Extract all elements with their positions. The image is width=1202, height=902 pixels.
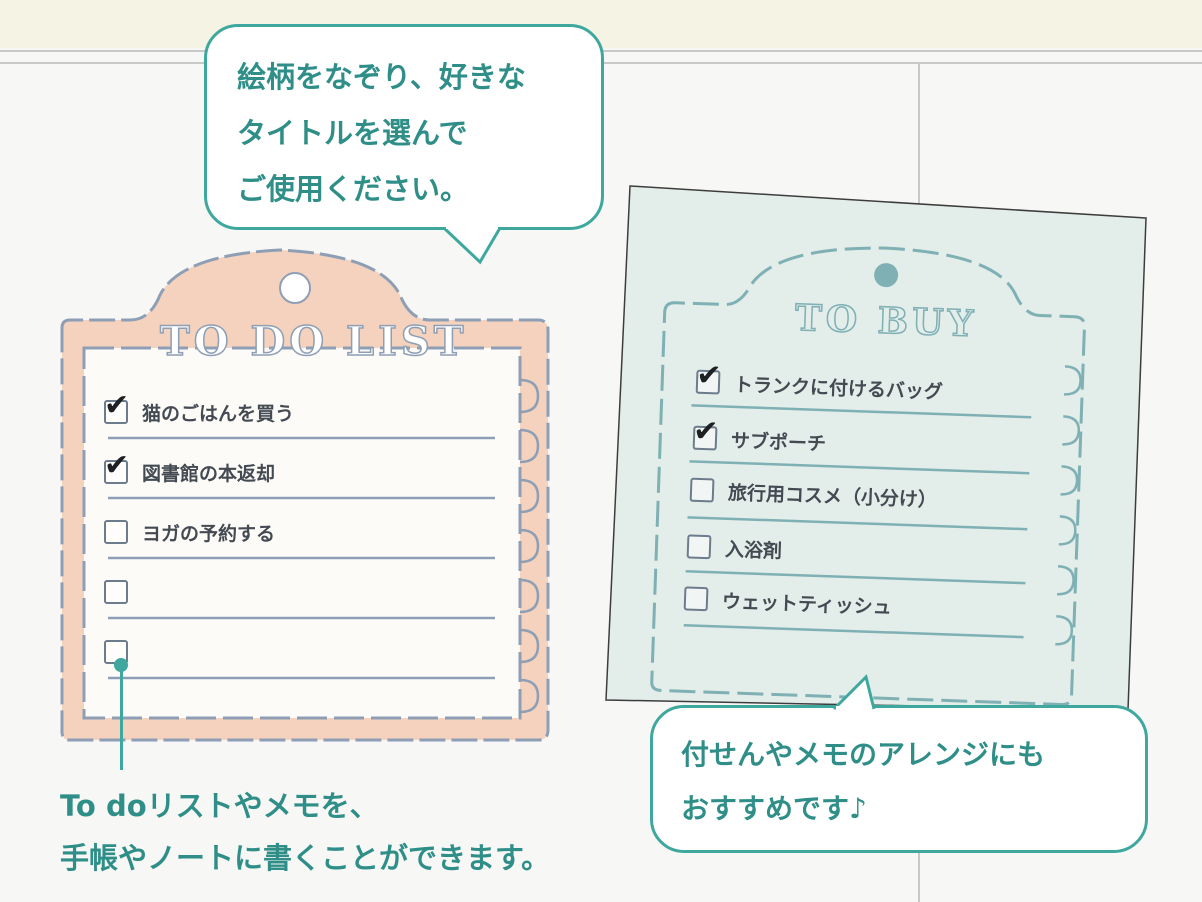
usage-caption: To doリストやメモを、 手帳やノートに書くことができます。 <box>60 789 551 875</box>
instruction-bubble-tail <box>442 224 502 265</box>
checkmark-icon: ✔ <box>104 388 130 423</box>
todo-item-label: 猫のごはんを買う <box>142 402 295 425</box>
checkmark-icon: ✔ <box>692 413 720 450</box>
top-paper-band <box>0 0 1202 48</box>
checkmark-icon: ✔ <box>695 357 723 394</box>
buy-sticky-note <box>605 185 1147 711</box>
buy-item: ✔ トランクに付けるバッグ <box>695 358 944 411</box>
tip-bubble: 付せんやメモのアレンジにも おすすめです♪ <box>650 705 1148 853</box>
todo-checkbox[interactable]: ✔ <box>104 448 129 484</box>
instruction-bubble-text: 絵柄をなぞり、好きな タイトルを選んで ご使用ください。 <box>237 60 526 206</box>
buy-checkbox[interactable] <box>689 477 715 503</box>
instruction-bubble: 絵柄をなぞり、好きな タイトルを選んで ご使用ください。 <box>204 24 604 230</box>
buy-item: 旅行用コスメ（小分け） <box>689 470 937 519</box>
buy-item: ウェットティッシュ <box>683 578 892 625</box>
tip-bubble-text: 付せんやメモのアレンジにも おすすめです♪ <box>681 738 1046 825</box>
todo-item-label: 図書館の本返却 <box>142 462 276 485</box>
buy-checkbox[interactable] <box>686 534 712 560</box>
buy-item-label: 旅行用コスメ（小分け） <box>727 481 938 511</box>
todo-leader-line <box>120 670 123 770</box>
buy-item: 入浴剤 <box>686 526 782 569</box>
todo-checkbox[interactable] <box>104 580 128 604</box>
todo-checkbox[interactable] <box>104 520 128 544</box>
tip-bubble-tail <box>832 674 876 711</box>
buy-title: TO BUY <box>794 296 979 346</box>
todo-dot <box>114 658 128 672</box>
buy-item-label: サブポーチ <box>730 429 827 455</box>
todo-title: TO DO LIST <box>159 317 468 366</box>
todo-item <box>104 572 142 612</box>
todo-item: ヨガの予約する <box>104 512 275 552</box>
buy-checkbox[interactable]: ✔ <box>692 414 719 451</box>
buy-checkbox[interactable]: ✔ <box>695 358 722 395</box>
todo-item: ✔ 猫のごはんを買う <box>104 388 295 432</box>
buy-item-label: ウェットティッシュ <box>721 590 893 619</box>
buy-item-label: 入浴剤 <box>724 538 783 563</box>
buy-item: ✔ サブポーチ <box>692 414 827 463</box>
buy-item-label: トランクに付けるバッグ <box>733 373 944 403</box>
checkmark-icon: ✔ <box>104 448 130 483</box>
buy-checkbox[interactable] <box>683 586 709 612</box>
todo-clipboard <box>60 248 550 742</box>
todo-item: ✔ 図書館の本返却 <box>104 448 276 492</box>
todo-item-label: ヨガの予約する <box>142 522 276 545</box>
todo-checkbox[interactable]: ✔ <box>104 388 129 424</box>
